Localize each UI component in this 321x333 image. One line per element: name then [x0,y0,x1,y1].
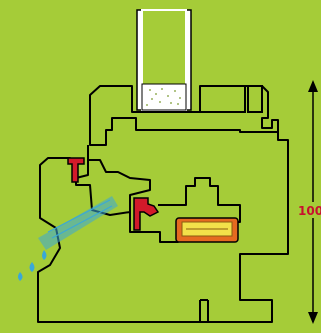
frame-inner-chamber [75,159,151,216]
water-drops [18,250,47,281]
middle-seal-gasket [133,197,160,231]
dimension-arrow-top [308,80,318,92]
frame-sill-chamber [129,177,241,243]
dimension-arrow-bottom [308,312,318,324]
glazing-spacer-desiccant [141,83,187,111]
glazing-bead-inner-step [247,85,263,113]
frame-bottom-notch [199,299,209,322]
rain-water-stream [38,196,118,250]
thermal-break-insert [175,217,239,243]
glazing-unit [136,9,192,111]
outer-seal-gasket [67,157,85,183]
height-dimension: 100 [296,80,321,324]
glazing-bead-right [200,85,246,113]
dimension-label-backdrop [296,202,321,218]
desiccant-dots [146,88,181,106]
dimension-label: 100 [298,204,321,218]
